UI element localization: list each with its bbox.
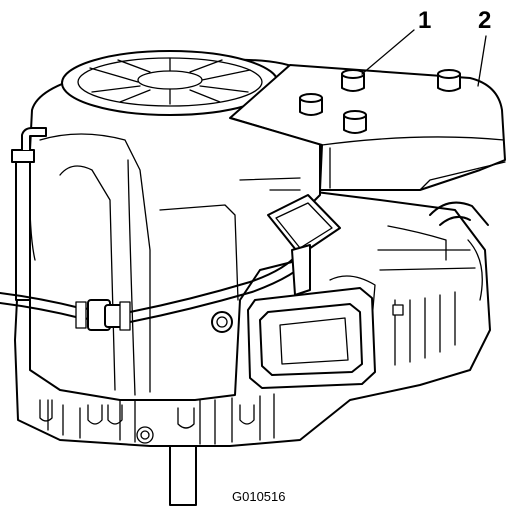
figure-id: G010516 — [232, 489, 286, 504]
air-intake — [247, 287, 376, 389]
oil-fill-cap — [267, 194, 341, 296]
dipstick — [11, 127, 47, 301]
rubber-cap — [437, 69, 461, 92]
leader-lines — [361, 29, 487, 87]
callout-1-label: 1 — [418, 7, 431, 34]
cylinder-head-cover — [229, 64, 506, 191]
flywheel-screen — [61, 50, 279, 116]
callout-2-label: 2 — [478, 7, 491, 34]
leader-line-1 — [361, 29, 415, 75]
rubber-cap — [343, 110, 367, 134]
fuel-filter — [75, 299, 131, 331]
fuel-fitting — [211, 311, 233, 333]
rubber-cap — [299, 93, 323, 116]
rubber-cap — [341, 69, 365, 92]
rubber-caps — [299, 69, 461, 134]
output-shaft — [169, 439, 197, 506]
leader-line-2 — [477, 35, 487, 87]
